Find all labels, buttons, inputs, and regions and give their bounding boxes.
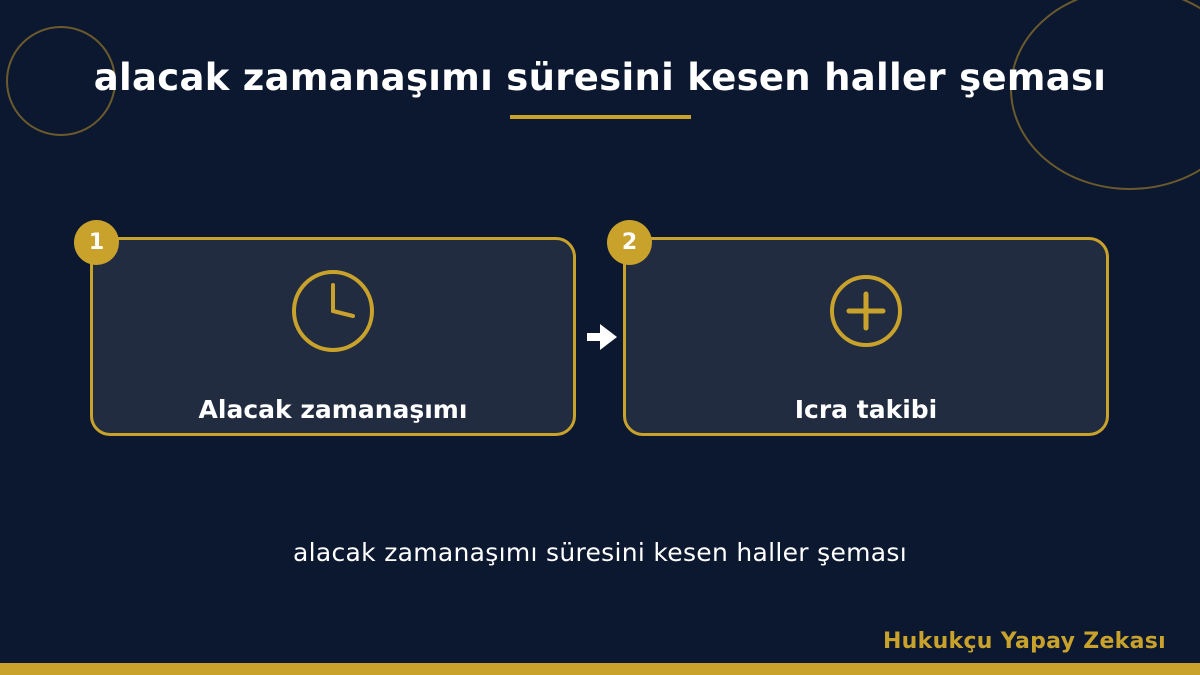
step-number-badge-1: 1	[74, 220, 119, 265]
plus-circle-icon	[830, 275, 902, 347]
title-underline	[510, 115, 691, 119]
arrow-right-icon	[587, 324, 617, 350]
caption: alacak zamanaşımı süresini kesen haller …	[293, 538, 907, 567]
step-label-1: Alacak zamanaşımı	[198, 395, 468, 424]
brand-label: Hukukçu Yapay Zekası	[882, 629, 1166, 654]
clock-icon	[292, 270, 374, 352]
step-number-badge-2: 2	[607, 220, 652, 265]
step-label-2: Icra takibi	[794, 395, 938, 424]
step-card-2: Icra takibi	[623, 237, 1109, 436]
step-card-1: Alacak zamanaşımı	[90, 237, 576, 436]
page-title: alacak zamanaşımı süresini kesen haller …	[93, 56, 1107, 99]
bottom-accent-bar	[0, 663, 1200, 675]
decorative-circle-left	[6, 26, 116, 136]
